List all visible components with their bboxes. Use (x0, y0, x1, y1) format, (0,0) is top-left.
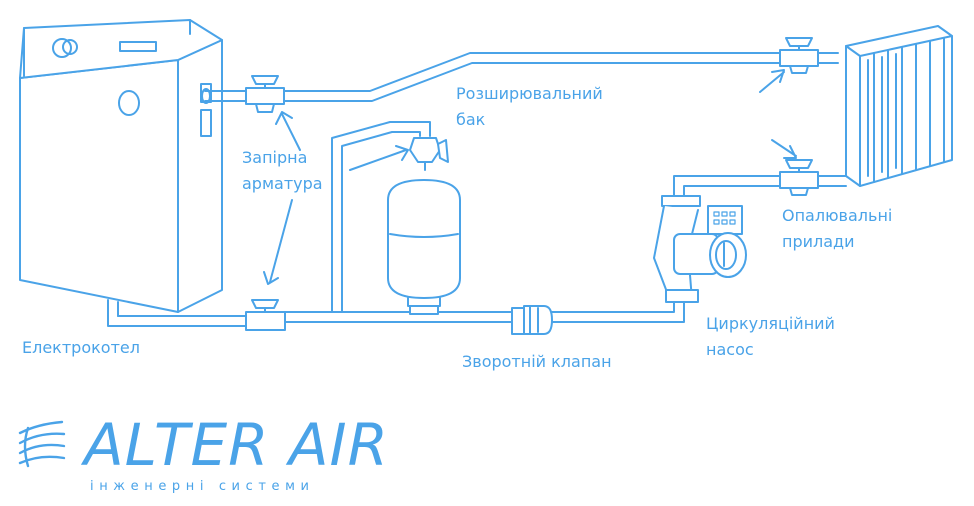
arrow-to-radiator-return-icon (771, 139, 797, 159)
label-expansion-tank-line2: бак (456, 110, 486, 129)
arrow-to-supply-valve-icon (275, 111, 301, 151)
label-check-valve: Зворотній клапан (462, 352, 612, 371)
label-circulation-pump-line2: насос (706, 340, 754, 359)
radiator-supply-valve-icon (779, 37, 819, 74)
label-shutoff-valves-line2: арматура (242, 174, 323, 193)
label-expansion-tank-line1: Розширювальний (456, 84, 603, 103)
arrow-to-tank-valve-icon (349, 145, 409, 171)
label-shutoff-valves-line1: Запірна (242, 148, 308, 167)
label-electric-boiler: Електрокотел (22, 338, 140, 357)
label-heaters-line2: прилади (782, 232, 855, 251)
logo-name: ALTER AIR (84, 411, 389, 479)
expansion-tank-branch-pipe (331, 121, 431, 313)
check-valve-icon (511, 305, 553, 335)
circulation-pump-icon (653, 195, 747, 303)
alter-air-logo-mark-icon (18, 420, 66, 468)
supply-pipe (201, 52, 839, 104)
expansion-tank-valve-icon (409, 137, 449, 171)
expansion-tank-icon (387, 179, 461, 315)
logo-tagline: інженерні системи (90, 479, 315, 494)
radiator-icon (845, 25, 953, 187)
supply-shutoff-valve-icon (245, 75, 285, 113)
electric-boiler-icon (19, 19, 223, 323)
pointer-arrows (263, 69, 797, 285)
arrow-to-return-valve-icon (263, 199, 293, 285)
arrow-to-radiator-supply-icon (759, 69, 785, 93)
label-heaters-line1: Опалювальні (782, 206, 893, 225)
radiator-return-valve-icon (779, 159, 819, 196)
return-shutoff-valve-icon (245, 299, 286, 331)
label-circulation-pump-line1: Циркуляційний (706, 314, 835, 333)
